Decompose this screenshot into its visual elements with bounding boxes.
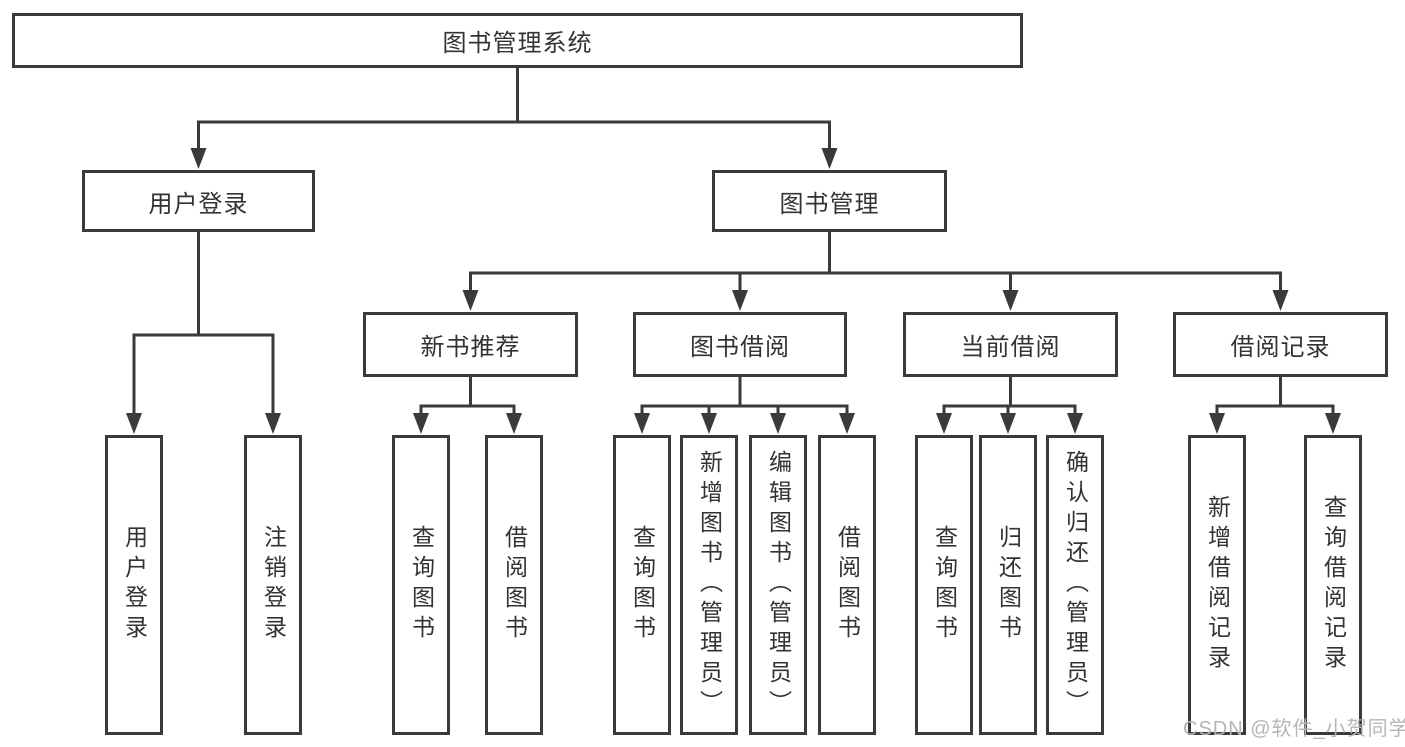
leaf-edit-book-admin: 编辑图书（管理员） <box>749 435 807 735</box>
leaf-query-books-borrow: 查询图书 <box>613 435 671 735</box>
arrowhead <box>1067 413 1083 434</box>
node-book-borrow: 图书借阅 <box>633 312 847 377</box>
arrowhead <box>701 413 717 434</box>
node-user-login: 用户登录 <box>82 170 315 232</box>
leaf-confirm-return-admin: 确认归还（管理员） <box>1046 435 1104 735</box>
csdn-watermark: CSDN @软件_小贺同学 <box>1183 718 1405 740</box>
leaf-user-login: 用户登录 <box>105 435 163 735</box>
arrowhead <box>1209 413 1225 434</box>
leaf-add-book-admin: 新增图书（管理员） <box>680 435 738 735</box>
arrowhead <box>126 413 142 434</box>
connector-paths <box>132 68 1335 413</box>
arrowhead <box>1325 413 1341 434</box>
node-book-management: 图书管理 <box>712 170 947 232</box>
node-current-borrow: 当前借阅 <box>903 312 1118 377</box>
leaf-add-borrow-record: 新增借阅记录 <box>1188 435 1246 735</box>
arrowhead <box>1002 290 1019 311</box>
arrowhead <box>732 290 748 311</box>
arrowheads <box>126 148 1341 434</box>
node-library-management-system: 图书管理系统 <box>12 13 1023 68</box>
arrowhead <box>413 413 429 434</box>
leaf-query-books-recommend: 查询图书 <box>392 435 450 735</box>
leaf-borrow-books-recommend: 借阅图书 <box>485 435 543 735</box>
arrowhead <box>1000 413 1016 434</box>
arrowhead <box>190 148 207 169</box>
leaf-query-borrow-record: 查询借阅记录 <box>1304 435 1362 735</box>
leaf-logout: 注销登录 <box>244 435 302 735</box>
arrowhead <box>506 413 522 434</box>
arrowhead <box>634 413 650 434</box>
node-new-book-recommend: 新书推荐 <box>363 312 578 377</box>
arrowhead <box>1272 290 1289 311</box>
arrowhead <box>936 413 952 434</box>
arrowhead <box>265 413 281 434</box>
arrowhead <box>462 290 479 311</box>
arrowhead <box>770 413 786 434</box>
arrowhead <box>821 148 838 169</box>
leaf-borrow-books: 借阅图书 <box>818 435 876 735</box>
arrowhead <box>839 413 855 434</box>
leaf-query-books-current: 查询图书 <box>915 435 973 735</box>
node-borrow-records: 借阅记录 <box>1173 312 1388 377</box>
leaf-return-book: 归还图书 <box>979 435 1037 735</box>
